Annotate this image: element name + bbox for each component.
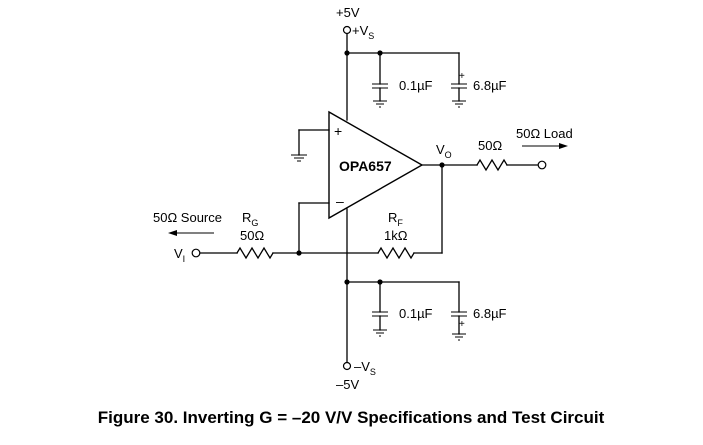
opamp-noninverting-sign: + — [334, 123, 342, 139]
cap-top-small — [372, 52, 388, 108]
output-resistor-value: 50Ω — [478, 138, 502, 153]
load-label: 50Ω Load — [516, 126, 573, 141]
rf-resistor — [377, 246, 415, 260]
cap-top-small-value: 0.1µF — [399, 78, 433, 93]
rf-label: RF — [388, 210, 403, 228]
cap-top-large — [451, 52, 467, 108]
junction-dot — [344, 279, 350, 285]
pos-supply-label: +VS — [352, 23, 374, 41]
noninverting-input-ground — [291, 129, 330, 162]
cap-bottom-large-value: 6.8µF — [473, 306, 507, 321]
cap-bottom-small-value: 0.1µF — [399, 306, 433, 321]
opamp-symbol — [328, 110, 424, 220]
input-label: VI — [174, 246, 185, 264]
output-label: VO — [436, 142, 452, 160]
output-resistor — [476, 158, 508, 172]
opamp-inverting-sign: – — [336, 193, 344, 209]
source-label: 50Ω Source — [153, 210, 222, 225]
neg-supply-voltage: –5V — [336, 377, 359, 392]
cap-top-large-value: 6.8µF — [473, 78, 507, 93]
cap-bottom-polarity: + — [459, 319, 465, 330]
cap-bottom-large — [451, 281, 467, 341]
junction-dot — [344, 50, 350, 56]
cap-top-polarity: + — [459, 71, 465, 82]
rf-value: 1kΩ — [384, 228, 408, 243]
pos-supply-terminal — [342, 25, 352, 35]
cap-bottom-small — [372, 281, 388, 337]
load-arrow-icon — [522, 143, 568, 149]
source-arrow-icon — [168, 230, 214, 236]
rg-value: 50Ω — [240, 228, 264, 243]
load-terminal — [537, 160, 547, 170]
neg-supply-label: –VS — [354, 359, 376, 377]
rg-resistor — [236, 246, 274, 260]
pos-supply-voltage: +5V — [336, 5, 360, 20]
rg-label: RG — [242, 210, 258, 228]
opamp-name: OPA657 — [339, 158, 392, 174]
input-terminal — [191, 248, 201, 258]
neg-supply-terminal — [342, 361, 352, 371]
figure-caption: Figure 30. Inverting G = –20 V/V Specifi… — [98, 408, 605, 427]
